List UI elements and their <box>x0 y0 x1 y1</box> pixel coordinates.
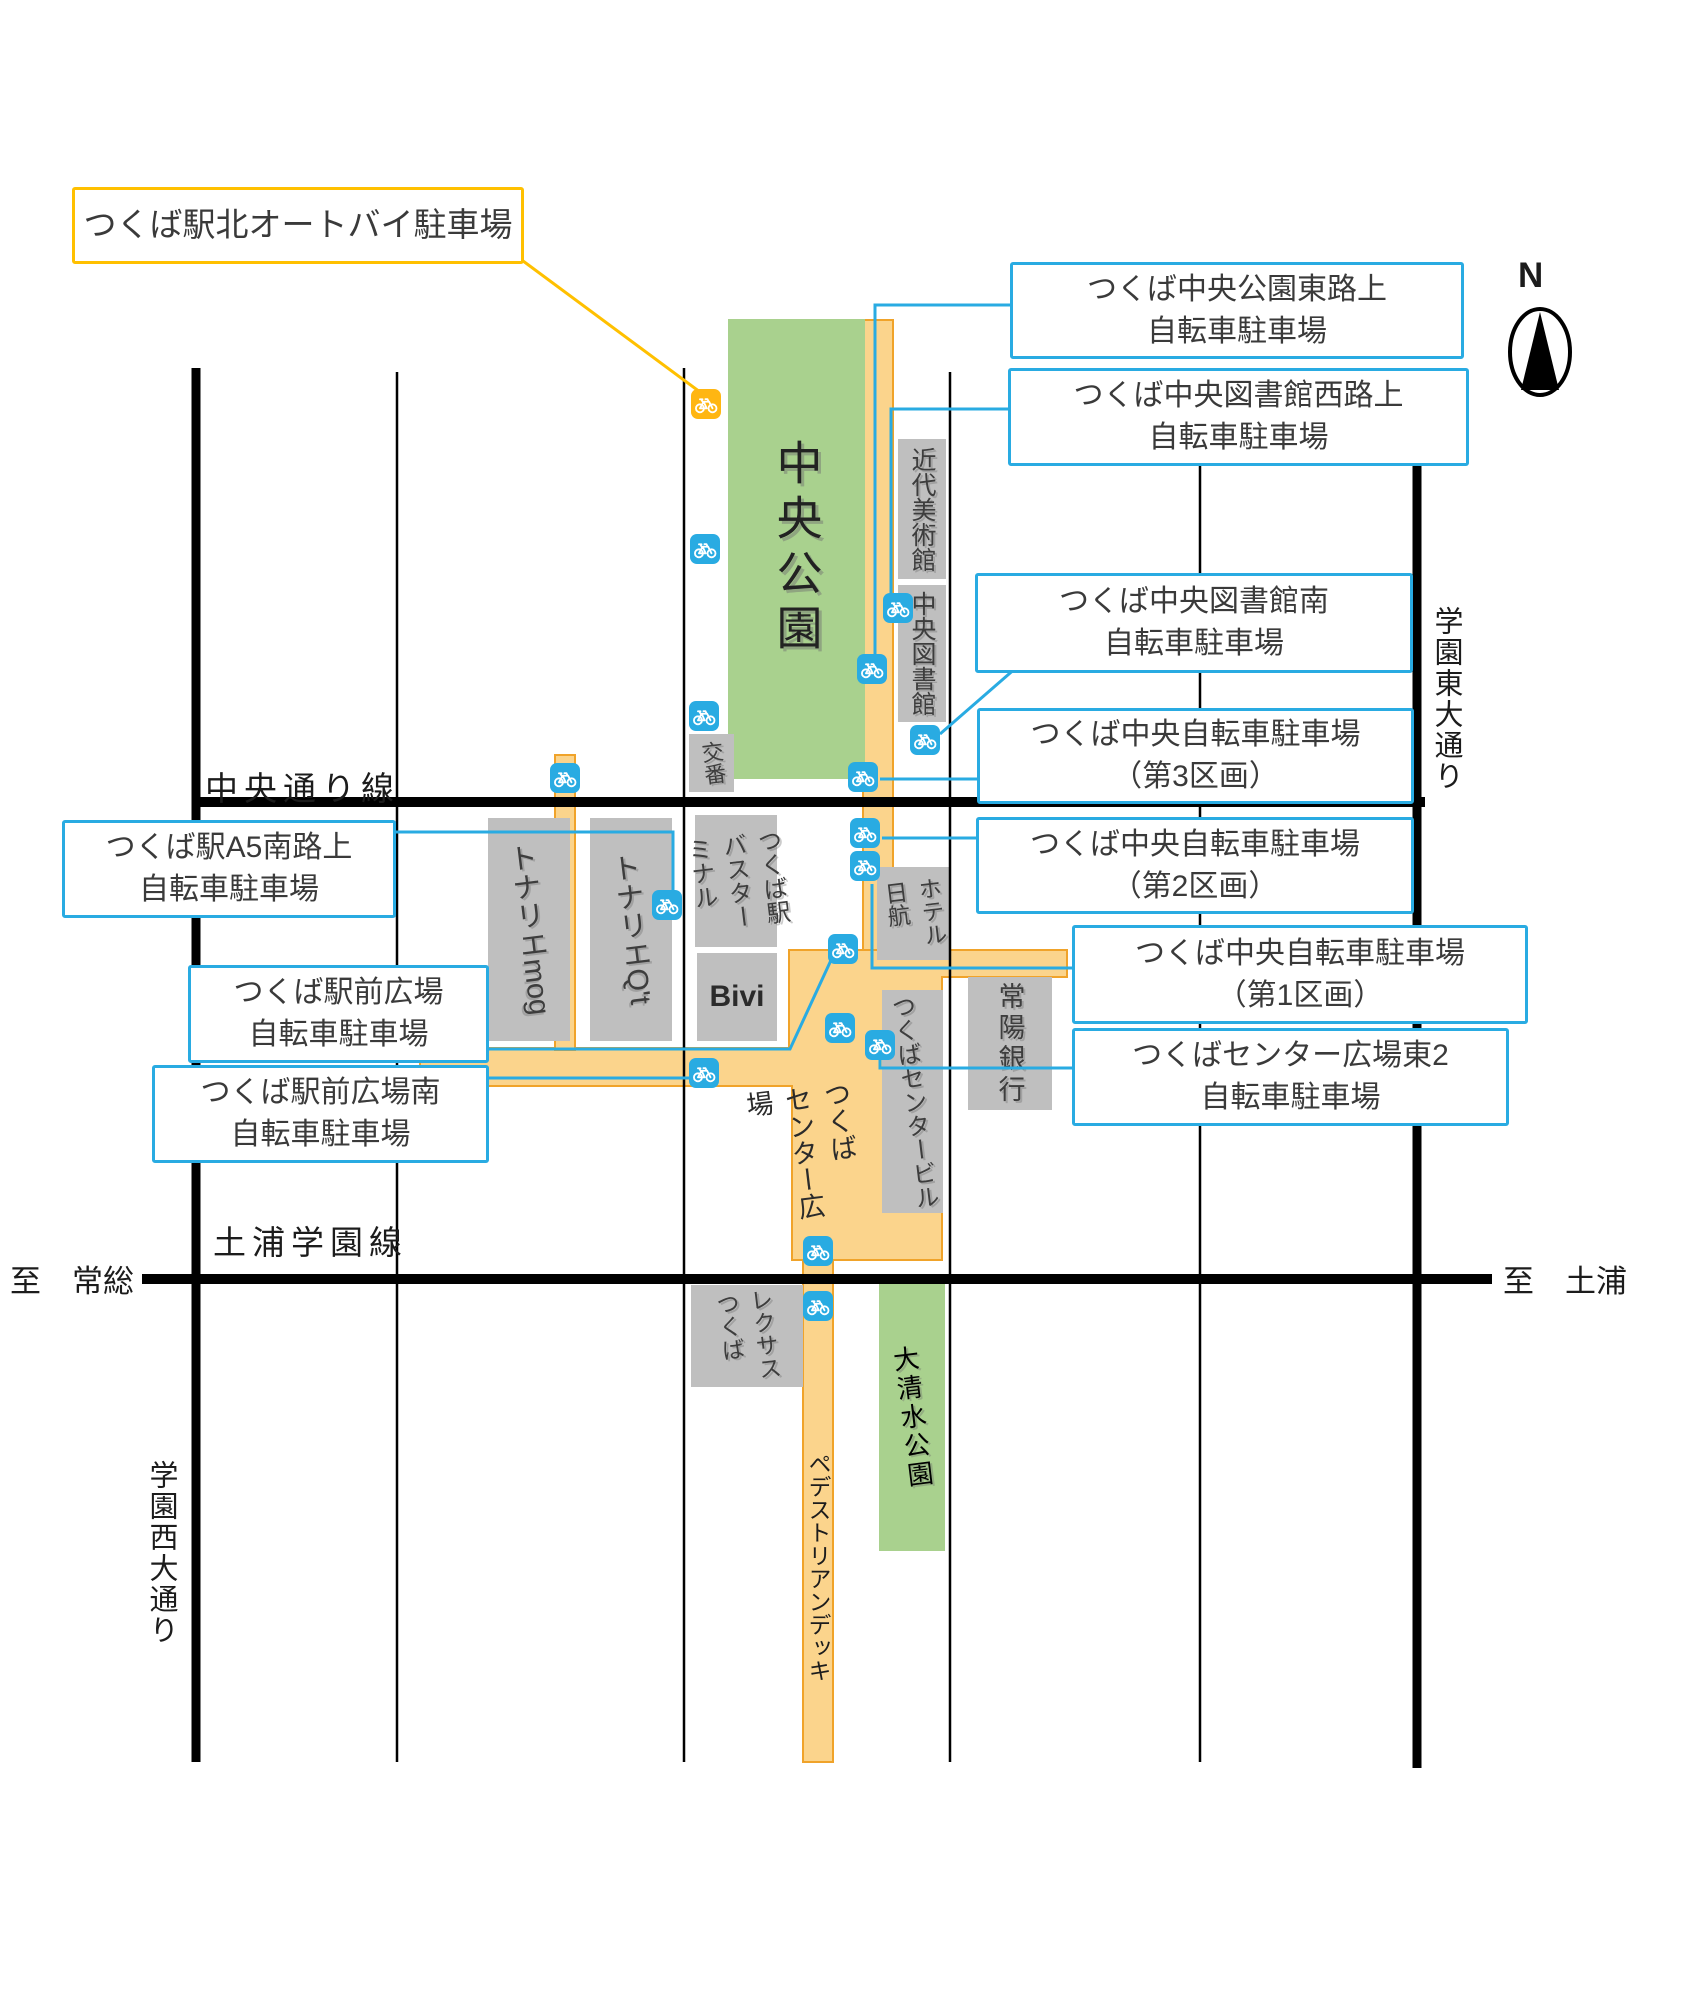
bicycle-parking-marker-icon <box>828 934 858 964</box>
bus-terminal-building: つくば駅 バスター ミナル <box>682 815 790 947</box>
callout-library-south-line1: つくば中央図書館南 <box>1059 585 1329 618</box>
callout-library-west-line1: つくば中央図書館西路上 <box>1073 379 1404 412</box>
road-label-chuo-dori: 中央通り線 <box>205 770 400 807</box>
callout-ekimae-plaza-south-line2: 自転車駐車場 <box>230 1118 411 1151</box>
pedestrian-deck-label: ペデストリアンデッキ <box>804 1452 832 1682</box>
tsukuba-center-building: つくばセンタービル <box>882 990 943 1213</box>
police-box-building: 交番 <box>689 734 734 792</box>
callout-a5-south-line1: つくば駅A5南路上 <box>105 831 353 864</box>
bicycle-parking-marker-icon <box>850 851 880 881</box>
road-label-tsuchiura-gakuen: 土浦学園線 <box>213 1224 408 1261</box>
bicycle-parking-marker-icon <box>550 763 580 793</box>
callout-center-plaza-east2-line1: つくばセンター広場東2 <box>1132 1039 1449 1072</box>
callout-library-south: つくば中央図書館南 自転車駐車場 <box>975 573 1413 673</box>
callout-park-east: つくば中央公園東路上 自転車駐車場 <box>1010 262 1464 359</box>
callout-chuo-parking-3: つくば中央自転車駐車場 （第3区画） <box>977 708 1414 804</box>
callout-chuo-parking-3-line1: つくば中央自転車駐車場 <box>1030 718 1361 751</box>
compass-north-label: N <box>1518 256 1544 295</box>
bicycle-parking-marker-icon <box>850 818 880 848</box>
callout-chuo-parking-1: つくば中央自転車駐車場 （第1区画） <box>1072 925 1528 1024</box>
callout-ekimae-plaza-south-line1: つくば駅前広場南 <box>200 1076 441 1109</box>
callout-motorbike-north-line1: つくば駅北オートバイ駐車場 <box>83 206 513 244</box>
bicycle-parking-marker-icon <box>689 1058 719 1088</box>
leader-center-east2 <box>878 1058 1072 1070</box>
bicycle-parking-marker-icon <box>652 890 682 920</box>
modern-art-museum-building: 近代美術館 <box>898 439 946 579</box>
leader-motorbike-north <box>514 253 701 394</box>
callout-chuo-parking-2: つくば中央自転車駐車場 （第2区画） <box>976 817 1414 914</box>
callout-park-east-line2: 自転車駐車場 <box>1147 314 1327 348</box>
lexus-tsukuba-building: レクサス つくば <box>691 1285 803 1387</box>
callout-motorbike-north: つくば駅北オートバイ駐車場 <box>72 187 524 264</box>
pedestrian-deck-label-text: ペデストリアンデッキ <box>805 1452 831 1682</box>
tonarie-qt-building: トナリエQ't <box>590 818 672 1041</box>
bicycle-parking-marker-icon <box>803 1291 833 1321</box>
callout-a5-south-line2: 自転車駐車場 <box>139 873 319 906</box>
callout-ekimae-plaza: つくば駅前広場 自転車駐車場 <box>188 965 489 1063</box>
callout-chuo-parking-1-line1: つくば中央自転車駐車場 <box>1135 936 1465 970</box>
callout-chuo-parking-2-line2: （第2区画） <box>1111 869 1279 903</box>
central-park-label: 中央公園 <box>770 439 823 659</box>
compass-rose <box>1508 307 1572 397</box>
callout-library-west-line2: 自転車駐車場 <box>1148 421 1329 454</box>
callout-park-east-line1: つくば中央公園東路上 <box>1087 272 1387 306</box>
callout-ekimae-plaza-line2: 自転車駐車場 <box>248 1018 429 1051</box>
callout-chuo-parking-3-line2: （第3区画） <box>1112 760 1279 793</box>
leader-a5-south <box>390 830 675 890</box>
bicycle-parking-marker-icon <box>825 1013 855 1043</box>
callout-chuo-parking-1-line2: （第1区画） <box>1216 978 1384 1012</box>
callout-center-plaza-east2: つくばセンター広場東2 自転車駐車場 <box>1072 1028 1509 1126</box>
leader-library-south <box>939 665 1018 736</box>
callout-a5-south: つくば駅A5南路上 自転車駐車場 <box>62 820 396 918</box>
bicycle-parking-marker-icon <box>883 593 913 623</box>
callout-library-west: つくば中央図書館西路上 自転車駐車場 <box>1008 368 1469 466</box>
leader-library-west <box>889 407 1008 594</box>
callout-ekimae-plaza-south: つくば駅前広場南 自転車駐車場 <box>152 1065 489 1163</box>
bicycle-parking-marker-icon <box>690 534 720 564</box>
bicycle-parking-marker-icon <box>848 762 878 792</box>
joyo-bank-building: 常陽銀行 <box>968 977 1052 1110</box>
osimizu-park: 大清水公園 <box>879 1283 945 1551</box>
road-label-gakuen-higashi: 学園東大通り <box>1430 606 1462 792</box>
central-park: 中央公園 <box>728 319 865 779</box>
road-label-to-josou: 至 常総 <box>10 1264 134 1299</box>
bicycle-parking-marker-icon <box>865 1030 895 1060</box>
road-label-gakuen-nishi: 学園西大通り <box>145 1460 177 1646</box>
hotel-nikko-building: ホテル 日航 <box>877 867 950 960</box>
motorcycle-parking-marker-icon <box>691 389 721 419</box>
tonarie-mog-building: トナリエmog <box>488 818 570 1041</box>
bicycle-parking-marker-icon <box>803 1236 833 1266</box>
callout-center-plaza-east2-line2: 自転車駐車場 <box>1200 1081 1381 1114</box>
museum-label: 近代美術館 <box>908 446 936 572</box>
leader-ekimae <box>482 957 834 1051</box>
bivi-building: Bivi <box>697 953 777 1041</box>
bivi-label: Bivi <box>709 980 765 1013</box>
callout-chuo-parking-2-line1: つくば中央自転車駐車場 <box>1030 827 1360 861</box>
callout-ekimae-plaza-line1: つくば駅前広場 <box>233 976 444 1009</box>
road-label-to-tsuchiura: 至 土浦 <box>1503 1264 1627 1299</box>
callout-library-south-line2: 自転車駐車場 <box>1104 627 1284 660</box>
leader-park-east <box>873 303 1010 655</box>
bicycle-parking-marker-icon <box>857 654 887 684</box>
leader-chuo-1 <box>870 884 1072 970</box>
joyo-bank-label: 常陽銀行 <box>994 981 1025 1106</box>
bicycle-parking-marker-icon <box>910 725 940 755</box>
bicycle-parking-marker-icon <box>689 701 719 731</box>
